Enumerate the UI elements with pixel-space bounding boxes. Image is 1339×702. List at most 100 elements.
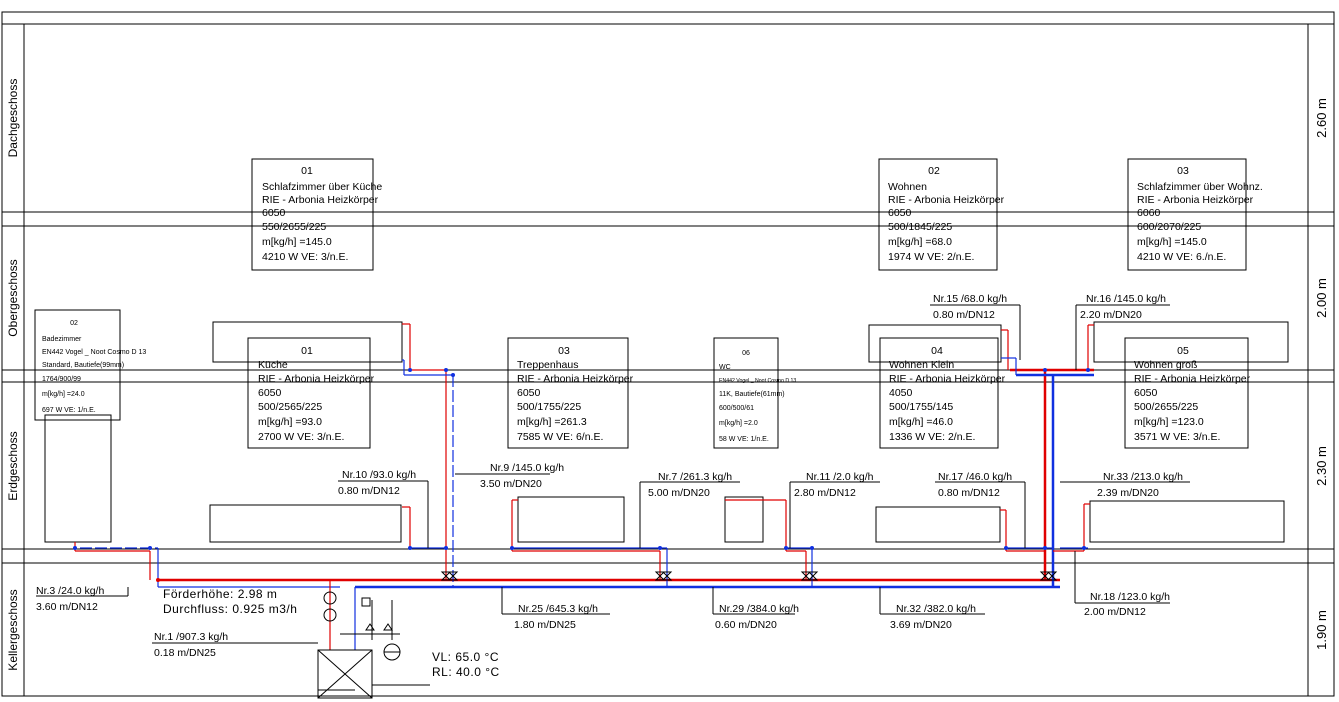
- og01-dims: 550/2655/225: [262, 221, 326, 233]
- og01-flow: m[kg/h] =145.0: [262, 236, 332, 248]
- floor-label-erd: Erdgeschoss: [6, 431, 20, 500]
- og03-power: 4210 W VE: 6./n.E.: [1137, 251, 1226, 263]
- eg06-dims: 600/500/61: [719, 405, 754, 412]
- eg06-room: WC: [719, 364, 731, 371]
- radiator-eg05: [1089, 500, 1285, 543]
- eg02-nr: 02: [70, 320, 78, 327]
- seg-nr10-a: Nr.10 /93.0 kg/h: [342, 469, 416, 481]
- piping: [74, 323, 1094, 650]
- seg-nr1-b: 0.18 m/DN25: [154, 647, 216, 659]
- floor-height-ober: 2.00 m: [1314, 278, 1329, 318]
- eg02-model: EN442 Vogel _ Noot Cosmo D 13: [42, 349, 146, 356]
- eg04-power: 1336 W VE: 2/n.E.: [889, 431, 975, 443]
- og02-model: RIE - Arbonia Heizkörper: [888, 194, 1005, 206]
- eg03-type: 6050: [517, 387, 541, 399]
- seg-nr18-b: 2.00 m/DN12: [1084, 606, 1146, 618]
- og02-nr: 02: [928, 165, 940, 177]
- floor-height-keller: 1.90 m: [1314, 610, 1329, 650]
- valves: [73, 368, 1090, 582]
- eg04-model: RIE - Arbonia Heizkörper: [889, 373, 1006, 385]
- pump-icon: [323, 591, 337, 605]
- floor-label-dach: Dachgeschoss: [6, 79, 20, 158]
- seg-nr33-a: Nr.33 /213.0 kg/h: [1103, 471, 1183, 483]
- eg02-type: Standard, Bautiefe(99mm): [42, 362, 124, 369]
- og01-type: 6050: [262, 207, 286, 219]
- room-boxes: [34, 158, 1249, 449]
- eg05-model: RIE - Arbonia Heizkörper: [1134, 373, 1251, 385]
- seg-nr7-b: 5.00 m/DN20: [648, 487, 710, 499]
- eg02-flow: m[kg/h] =24.0: [42, 391, 85, 398]
- floor-height-erd: 2.30 m: [1314, 446, 1329, 486]
- seg-nr33-b: 2.39 m/DN20: [1097, 487, 1159, 499]
- seg-nr9-a: Nr.9 /145.0 kg/h: [490, 462, 564, 474]
- seg-nr11-a: Nr.11 /2.0 kg/h: [806, 471, 874, 483]
- seg-nr3-a: Nr.3 /24.0 kg/h: [36, 585, 104, 597]
- og01-model: RIE - Arbonia Heizkörper: [262, 194, 379, 206]
- seg-nr25-b: 1.80 m/DN25: [514, 619, 576, 631]
- eg06-model: EN442 Vogel _ Noot Cosmo D 13: [719, 378, 796, 384]
- eg05-type: 6050: [1134, 387, 1158, 399]
- seg-nr29-a: Nr.29 /384.0 kg/h: [719, 603, 799, 615]
- og01-room: Schlafzimmer über Küche: [262, 181, 382, 193]
- eg03-power: 7585 W VE: 6/n.E.: [517, 431, 603, 443]
- eg04-type: 4050: [889, 387, 913, 399]
- seg-nr17-b: 0.80 m/DN12: [938, 487, 1000, 499]
- seg-nr10-b: 0.80 m/DN12: [338, 485, 400, 497]
- seg-nr7-a: Nr.7 /261.3 kg/h: [658, 471, 732, 483]
- radiator-eg03: [517, 496, 625, 543]
- floor-label-keller: Kellergeschoss: [6, 589, 20, 670]
- og02-power: 1974 W VE: 2/n.E.: [888, 251, 974, 263]
- eg06-type: 11K, Bautiefe(61mm): [719, 391, 785, 398]
- eg01-flow: m[kg/h] =93.0: [258, 416, 322, 428]
- seg-nr9-b: 3.50 m/DN20: [480, 478, 542, 490]
- boiler-rl: RL: 40.0 °C: [432, 665, 500, 679]
- radiator-og02: [868, 324, 1002, 363]
- og02-dims: 500/1845/225: [888, 221, 952, 233]
- seg-nr32-b: 3.69 m/DN20: [890, 619, 952, 631]
- radiator-eg04: [875, 506, 1001, 543]
- og03-nr: 03: [1177, 165, 1189, 177]
- eg05-power: 3571 W VE: 3/n.E.: [1134, 431, 1220, 443]
- pump-icon-2: [323, 608, 337, 622]
- seg-nr1-a: Nr.1 /907.3 kg/h: [154, 631, 228, 643]
- radiator-eg06: [724, 496, 764, 543]
- eg01-model: RIE - Arbonia Heizkörper: [258, 373, 375, 385]
- seg-nr3-b: 3.60 m/DN12: [36, 601, 98, 613]
- pump-flow: Durchfluss: 0.925 m3/h: [163, 602, 297, 616]
- og03-model: RIE - Arbonia Heizkörper: [1137, 194, 1254, 206]
- og02-type: 6050: [888, 207, 912, 219]
- radiator-bodies: [44, 321, 1289, 543]
- radiator-eg01: [209, 504, 402, 543]
- seg-nr16-a: Nr.16 /145.0 kg/h: [1086, 293, 1166, 305]
- eg06-flow: m[kg/h] =2.0: [719, 420, 758, 427]
- seg-nr17-a: Nr.17 /46.0 kg/h: [938, 471, 1012, 483]
- eg06-power: 58 W VE: 1/n.E.: [719, 436, 769, 443]
- eg03-dims: 500/1755/225: [517, 401, 581, 413]
- eg01-room: Küche: [258, 359, 288, 371]
- building-frame: [1, 11, 1335, 697]
- eg05-nr: 05: [1177, 345, 1189, 357]
- boiler-icon: [317, 649, 373, 699]
- og01-nr: 01: [301, 165, 313, 177]
- eg03-nr: 03: [558, 345, 570, 357]
- eg02-room: Badezimmer: [42, 336, 82, 343]
- floor-label-ober: Obergeschoss: [6, 259, 20, 336]
- og02-flow: m[kg/h] =68.0: [888, 236, 952, 248]
- eg04-flow: m[kg/h] =46.0: [889, 416, 953, 428]
- floor-height-dach: 2.60 m: [1314, 98, 1329, 138]
- eg03-flow: m[kg/h] =261.3: [517, 416, 587, 428]
- seg-nr18-a: Nr.18 /123.0 kg/h: [1090, 591, 1170, 603]
- boiler-room-equipment: [317, 591, 430, 699]
- eg05-dims: 500/2655/225: [1134, 401, 1198, 413]
- seg-nr11-b: 2.80 m/DN12: [794, 487, 856, 499]
- eg01-dims: 500/2565/225: [258, 401, 322, 413]
- og02-room: Wohnen: [888, 181, 927, 193]
- eg02-power: 697 W VE: 1/n.E.: [42, 407, 96, 414]
- eg03-room: Treppenhaus: [517, 359, 579, 371]
- eg02-dims: 1764/900/99: [42, 376, 81, 383]
- eg03-model: RIE - Arbonia Heizkörper: [517, 373, 634, 385]
- radiator-eg02: [44, 414, 112, 543]
- eg04-dims: 500/1755/145: [889, 401, 953, 413]
- seg-nr25-a: Nr.25 /645.3 kg/h: [518, 603, 598, 615]
